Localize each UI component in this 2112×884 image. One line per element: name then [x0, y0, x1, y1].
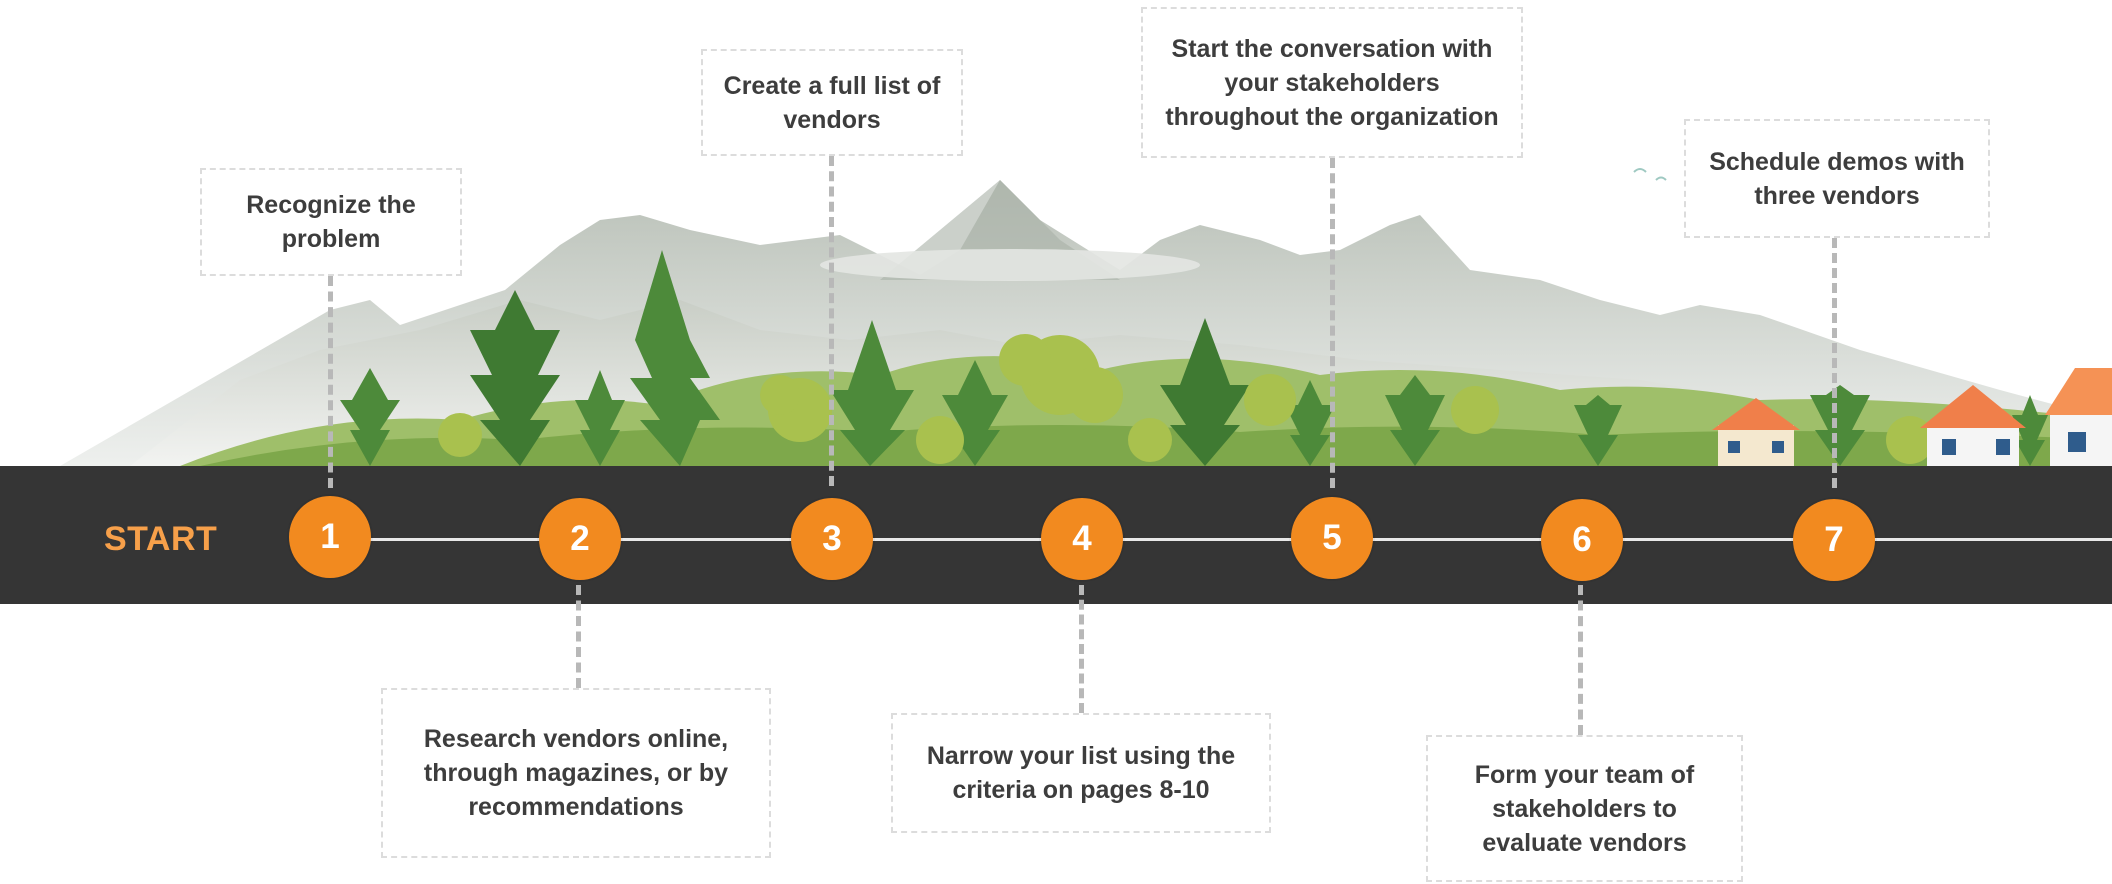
step-3-marker: 3 — [791, 498, 873, 580]
step-2-text: Research vendors online, through magazin… — [423, 725, 729, 821]
step-5-callout: Start the conversation with your stakeho… — [1141, 7, 1523, 158]
step-6-marker: 6 — [1541, 499, 1623, 581]
step-2-marker: 2 — [539, 498, 621, 580]
step-5-marker: 5 — [1291, 497, 1373, 579]
start-label: START — [104, 520, 218, 558]
step-1-marker: 1 — [289, 496, 371, 578]
connector-5 — [1330, 158, 1335, 488]
step-7-callout: Schedule demos with three vendors — [1684, 119, 1990, 238]
round-trees — [438, 334, 1934, 464]
step-3-callout: Create a full list of vendors — [701, 49, 963, 156]
step-4-marker: 4 — [1041, 498, 1123, 580]
road-center-line — [330, 538, 2112, 541]
connector-7 — [1832, 238, 1837, 488]
birds — [1633, 168, 1667, 181]
step-2-callout: Research vendors online, through magazin… — [381, 688, 771, 858]
step-6-text: Form your team of stakeholders to evalua… — [1474, 760, 1695, 857]
connector-1 — [328, 276, 333, 488]
step-7-text: Schedule demos with three vendors — [1709, 147, 1965, 210]
step-3-text: Create a full list of vendors — [723, 71, 941, 134]
connector-3 — [829, 156, 834, 486]
connector-6 — [1578, 585, 1583, 735]
cloud — [820, 249, 1200, 281]
step-6-callout: Form your team of stakeholders to evalua… — [1426, 735, 1743, 882]
step-7-marker: 7 — [1793, 499, 1875, 581]
step-4-callout: Narrow your list using the criteria on p… — [891, 713, 1271, 833]
step-1-text: Recognize the problem — [246, 191, 416, 253]
houses — [1712, 368, 2112, 466]
connector-2 — [576, 585, 581, 688]
step-5-text: Start the conversation with your stakeho… — [1165, 34, 1499, 131]
connector-4 — [1079, 585, 1084, 713]
step-4-text: Narrow your list using the criteria on p… — [926, 742, 1236, 804]
step-1-callout: Recognize the problem — [200, 168, 462, 276]
